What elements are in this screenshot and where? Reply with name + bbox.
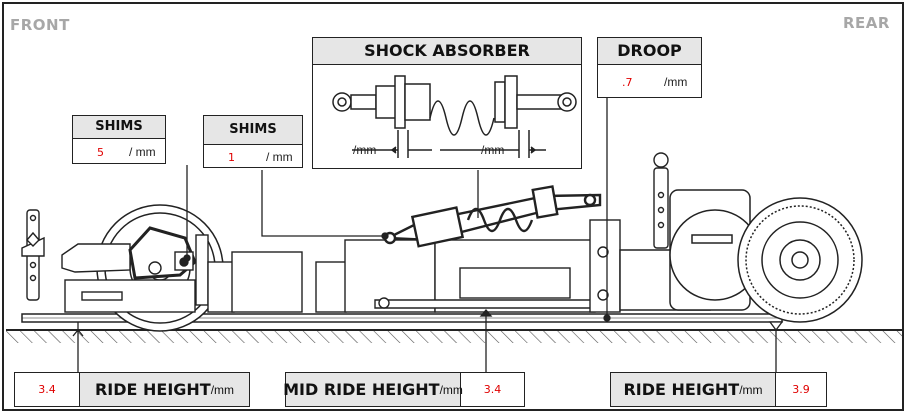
droop-unit: /mm bbox=[664, 75, 688, 89]
ground bbox=[6, 329, 902, 343]
ride-height-rear-title: RIDE HEIGHT bbox=[623, 380, 740, 399]
shock-right-unit: /mm bbox=[481, 143, 505, 157]
rear-label: REAR bbox=[843, 14, 890, 32]
mid-chassis bbox=[315, 219, 621, 313]
droop-box: DROOP .7 /mm bbox=[597, 37, 702, 98]
shims-front-value: 5 bbox=[97, 146, 104, 159]
ride-height-rear-label: RIDE HEIGHT/mm bbox=[611, 373, 776, 406]
leader-lines bbox=[72, 98, 784, 372]
rear-wheel bbox=[737, 197, 863, 323]
shims-front-box: SHIMS 5 / mm bbox=[72, 115, 166, 164]
droop-title: DROOP bbox=[598, 38, 701, 65]
mid-ride-height-label: MID RIDE HEIGHT/mm bbox=[283, 373, 463, 406]
ride-height-front-box: 3.4 RIDE HEIGHT/mm bbox=[14, 372, 250, 407]
shims-front-unit: / mm bbox=[129, 145, 156, 159]
shims-shock-box: SHIMS 1 / mm bbox=[203, 115, 303, 168]
ride-height-front-label: RIDE HEIGHT/mm bbox=[79, 373, 249, 406]
rear-body-post bbox=[653, 152, 669, 249]
mid-ride-height-unit: /mm bbox=[439, 382, 463, 397]
ride-height-rear-value: 3.9 bbox=[792, 383, 810, 396]
front-suspension bbox=[61, 226, 303, 313]
ride-height-front-value: 3.4 bbox=[38, 383, 56, 396]
ride-height-front-unit: /mm bbox=[210, 382, 235, 397]
front-label: FRONT bbox=[10, 16, 70, 34]
shock-detail-drawing bbox=[332, 75, 577, 158]
front-body-post bbox=[21, 209, 45, 301]
ride-height-rear-unit: /mm bbox=[739, 382, 763, 397]
mid-ride-height-box: MID RIDE HEIGHT/mm 3.4 bbox=[283, 372, 525, 407]
shims-shock-value: 1 bbox=[228, 151, 235, 164]
shims-shock-title: SHIMS bbox=[204, 116, 302, 145]
shims-front-title: SHIMS bbox=[73, 116, 165, 139]
shock-left-unit: /mm bbox=[353, 143, 377, 157]
shims-shock-unit: / mm bbox=[266, 150, 293, 164]
droop-value: .7 bbox=[622, 76, 633, 89]
ride-height-front-title: RIDE HEIGHT bbox=[94, 380, 211, 399]
mid-ride-height-title: MID RIDE HEIGHT bbox=[283, 380, 440, 399]
mid-ride-height-value: 3.4 bbox=[483, 383, 502, 396]
shock-absorber-box: SHOCK ABSORBER /mm /mm bbox=[312, 37, 582, 169]
ride-height-rear-box: RIDE HEIGHT/mm 3.9 bbox=[610, 372, 827, 407]
shock-on-car bbox=[383, 185, 602, 248]
shock-absorber-title: SHOCK ABSORBER bbox=[313, 38, 581, 65]
